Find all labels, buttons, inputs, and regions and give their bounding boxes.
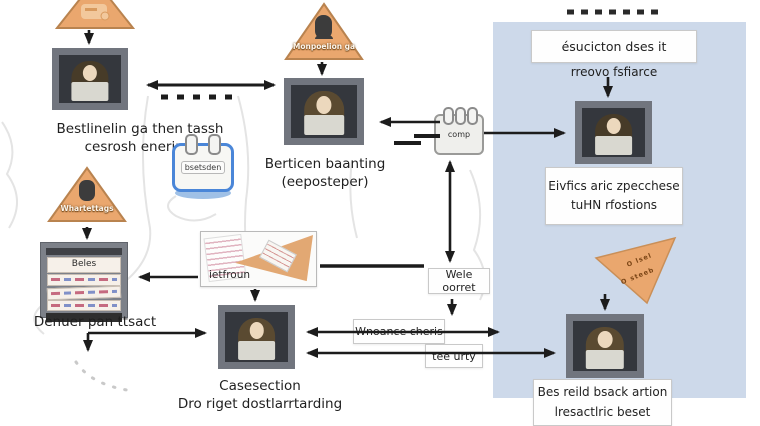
ietfroun-label: ietfroun <box>209 269 251 281</box>
cheris-box: Wnoance cheris <box>353 319 445 344</box>
person-at-laptop-icon <box>573 321 637 371</box>
comp-pad-icon: comp <box>434 107 484 155</box>
baseline-caption: Bestlinelin ga then tassh cesrosh enerim… <box>20 120 260 156</box>
person-at-laptop-icon <box>582 108 645 157</box>
wele-label: Wele oorret <box>442 268 476 294</box>
beles-label: Beles <box>71 259 97 269</box>
person-node-casesection <box>218 305 295 369</box>
bes-reild-line2: lresactlric beset <box>554 404 651 419</box>
person-node-eivfics <box>575 101 652 164</box>
tee-urty-label: tee urty <box>432 349 476 363</box>
eivfics-line2: tuHN rfostions <box>570 198 658 212</box>
ietfroun-envelope-box: ietfroun <box>200 231 317 287</box>
triangle-label: Monpoelion ga <box>292 42 356 51</box>
decoration-cloud <box>167 195 217 222</box>
person-at-laptop-icon <box>291 85 357 138</box>
person-at-laptop-icon <box>225 312 288 362</box>
person-node-berticen <box>284 78 364 145</box>
caption-line: Dro riget dostlarrtarding <box>177 396 343 413</box>
bes-reild-line1: Bes reild bsack artion <box>537 385 668 400</box>
tilted-triangle-icon: O lsel O steeb <box>588 232 680 307</box>
comp-label: comp <box>447 130 471 139</box>
decoration-cloud <box>1 121 18 229</box>
warning-triangle-top-left-icon <box>55 0 135 29</box>
caption-line: Bestlinelin ga then tassh <box>56 121 224 137</box>
warning-triangle-center-icon <box>284 2 364 60</box>
esuciton-line1: ésucicton dses it <box>561 39 667 54</box>
caption-line: cesrosh enerims <box>84 139 196 156</box>
decoration-cloud <box>121 95 152 285</box>
cheris-label: Wnoance cheris <box>355 325 443 338</box>
casesection-caption: Casesection Dro riget dostlarrtarding <box>160 377 360 413</box>
caption-line: Casesection <box>219 378 301 394</box>
esuciton-box: ésucicton dses it <box>531 30 697 63</box>
notepad-icon: bsetsden <box>172 134 234 199</box>
esuciton-line2: rreovo fsfiarce <box>570 65 658 79</box>
person-node-baseline <box>52 48 128 110</box>
wele-box: Wele oorret <box>428 268 490 294</box>
tee-urty-box: tee urty <box>425 344 483 368</box>
caption-line: (eeposteper) <box>281 174 369 191</box>
denuer-caption: Denuer pan ttsact <box>33 314 157 330</box>
person-at-laptop-icon <box>59 55 121 103</box>
berticen-caption: Berticen baanting (eeposteper) <box>240 155 410 191</box>
person-node-bes-reild <box>566 314 644 378</box>
caption-line: Berticen baanting <box>264 156 386 172</box>
eivfics-line1: Eivfics aric zpecchese <box>548 178 680 193</box>
triangle-label: Whartettags <box>60 204 114 213</box>
dotted-curve-decoration <box>74 360 136 393</box>
notepad-label: bsetsden <box>180 161 226 174</box>
bes-reild-box: Bes reild bsack artion lresactlric beset <box>533 379 672 426</box>
warning-triangle-whartettags-icon <box>47 166 127 222</box>
beles-documents-box: Beles <box>40 242 128 322</box>
eivfics-box: Eivfics aric zpecchese tuHN rfostions <box>545 167 683 225</box>
decoration-cloud <box>349 159 358 239</box>
